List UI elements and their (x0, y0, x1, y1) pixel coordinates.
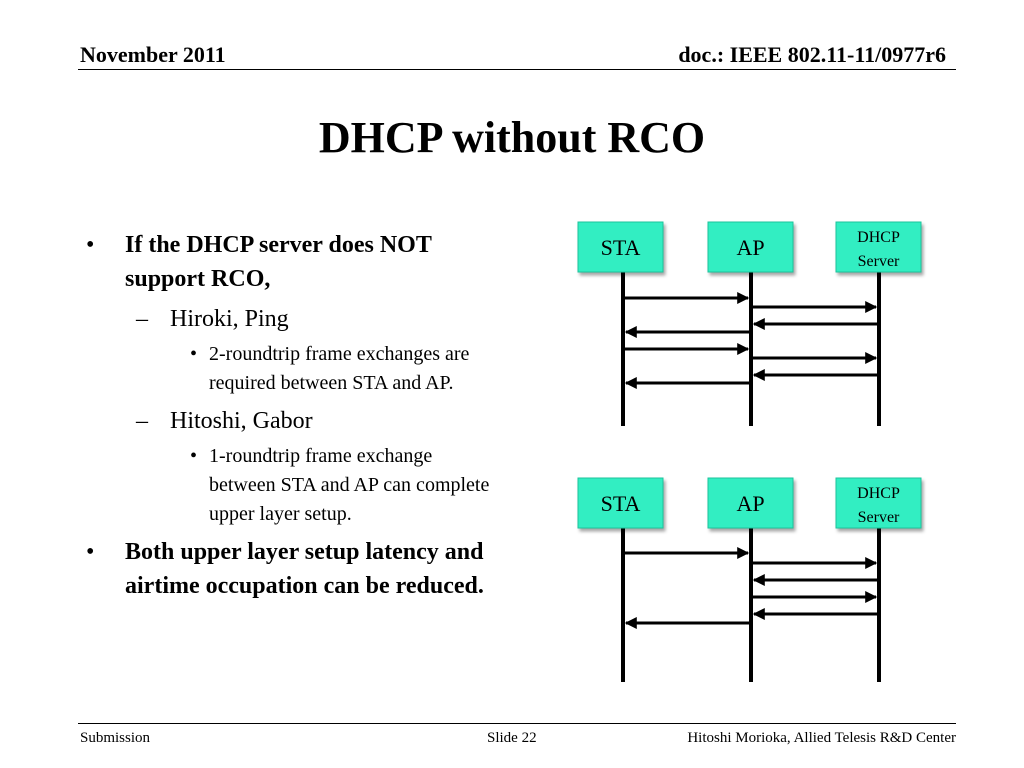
server-label-line2: Server (858, 253, 900, 270)
header-doc-id: doc.: IEEE 802.11-11/0977r6 (678, 42, 946, 67)
ap-box (707, 477, 794, 529)
sequence-diagram-2-roundtrip: STA AP DHCP Server (577, 221, 922, 426)
sequence-diagram-1-roundtrip: STA AP DHCP Server (577, 477, 922, 682)
slide-title: DHCP without RCO (318, 113, 706, 162)
server-label-line2: Server (858, 509, 900, 526)
ap-label: AP (736, 491, 764, 516)
ap-label: AP (736, 235, 764, 260)
footer-slide-number: Slide 22 (487, 730, 537, 746)
header-date: November 2011 (80, 42, 226, 67)
footer-author: Hitoshi Morioka, Allied Telesis R&D Cent… (687, 730, 956, 746)
header-rule (78, 69, 956, 70)
server-label-line1: DHCP (857, 485, 900, 502)
bullet-list: If the DHCP server does NOT support RCO,… (84, 228, 504, 603)
dhcp-server-box (835, 477, 922, 529)
sequence-diagrams: STA AP DHCP Server STA AP DHCP Server (577, 221, 922, 682)
footer-rule (78, 723, 956, 724)
sta-label: STA (601, 235, 641, 260)
detail-2-roundtrip: 2-roundtrip frame exchanges are required… (84, 340, 499, 398)
sta-label: STA (601, 491, 641, 516)
footer-submission: Submission (80, 730, 151, 746)
sub-bullet-hitoshi-gabor: Hitoshi, Gabor (84, 404, 504, 438)
ap-box (707, 221, 794, 273)
server-label-line1: DHCP (857, 229, 900, 246)
sub-bullet-hiroki-ping: Hiroki, Ping (84, 302, 504, 336)
dhcp-server-box (835, 221, 922, 273)
sta-box (577, 221, 664, 273)
bullet-reduced-latency: Both upper layer setup latency and airti… (84, 535, 504, 603)
bullet-dhcp-no-rco: If the DHCP server does NOT support RCO, (84, 228, 504, 296)
detail-1-roundtrip: 1-roundtrip frame exchange between STA a… (84, 442, 499, 529)
sta-box (577, 477, 664, 529)
